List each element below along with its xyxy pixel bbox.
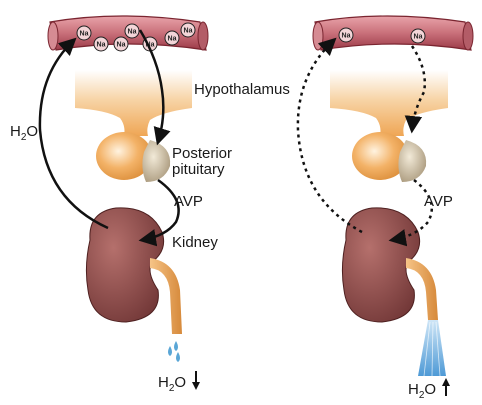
right-hypothalamus — [330, 70, 448, 136]
sodium-signal-arrow-dotted — [404, 45, 426, 134]
sodium-particle: Na — [338, 27, 354, 43]
water-reabsorption-arrow-dotted — [296, 37, 363, 234]
avp-label-left: AVP — [174, 193, 203, 210]
right-ureter — [406, 258, 438, 320]
avp-arrow — [138, 178, 180, 247]
posterior-pituitary-label: Posterior — [172, 145, 232, 162]
down-arrowhead-icon — [192, 382, 200, 390]
sodium-particle: Na — [410, 28, 426, 44]
sodium-particle: Na — [76, 25, 92, 41]
avp-label-right: AVP — [424, 193, 453, 210]
left-hypothalamus — [75, 70, 192, 136]
svg-text:Na: Na — [184, 28, 193, 35]
sodium-particle: Na — [164, 30, 180, 46]
svg-text:H2O: H2O — [158, 374, 186, 394]
hypothalamus-label: Hypothalamus — [194, 81, 290, 98]
svg-text:Na: Na — [414, 34, 423, 41]
svg-text:H2O: H2O — [10, 123, 38, 143]
left-water-label: H2O — [10, 123, 38, 143]
right-sodium-particles: Na Na — [338, 27, 426, 44]
right-stream-lines — [423, 321, 441, 377]
svg-text:Na: Na — [97, 42, 106, 49]
left-sodium-particles: Na Na Na Na Na Na Na — [76, 22, 196, 52]
water-increase-label: H2O — [408, 378, 450, 401]
sodium-particle: Na — [124, 23, 140, 39]
left-ureter — [150, 258, 182, 334]
right-posterior-pituitary — [398, 140, 427, 182]
sodium-particle: Na — [93, 36, 109, 52]
water-reabsorption-arrow — [38, 37, 109, 230]
svg-text:Na: Na — [168, 36, 177, 43]
left-panel: Na Na Na Na Na Na Na — [10, 15, 290, 394]
svg-text:Na: Na — [80, 31, 89, 38]
svg-text:Na: Na — [146, 42, 155, 49]
right-anterior-pituitary — [352, 132, 408, 180]
kidney-label: Kidney — [172, 234, 218, 251]
sodium-particle: Na — [113, 36, 129, 52]
posterior-pituitary-label-line2: pituitary — [172, 161, 225, 178]
svg-text:Na: Na — [128, 29, 137, 36]
right-panel: Na Na AVP H2O — [296, 15, 474, 401]
sodium-particle: Na — [180, 22, 196, 38]
svg-text:Na: Na — [342, 33, 351, 40]
right-blood-vessel — [312, 15, 474, 51]
right-arrows — [296, 37, 433, 247]
water-decrease-label: H2O — [158, 371, 200, 394]
left-posterior-pituitary — [142, 140, 171, 182]
left-urine-drops — [168, 341, 180, 362]
avp-arrow-dotted — [388, 179, 433, 247]
svg-text:H2O: H2O — [408, 381, 436, 401]
up-arrowhead-icon — [442, 378, 450, 386]
sodium-signal-arrow — [138, 29, 171, 146]
left-arrows — [38, 29, 180, 247]
left-anterior-pituitary — [96, 132, 152, 180]
svg-text:Na: Na — [117, 42, 126, 49]
